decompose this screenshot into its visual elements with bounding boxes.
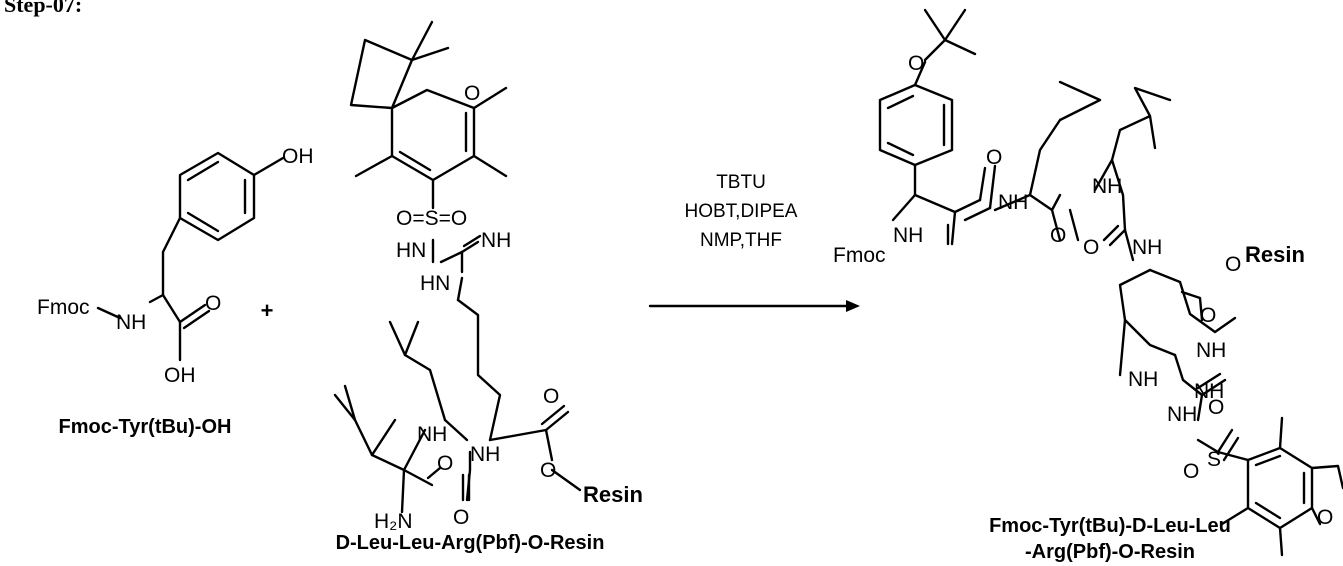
product-carbonyl3-o-label: O <box>1083 236 1099 259</box>
imine-nh-label: NH <box>481 229 511 252</box>
dleu-carbonyl-o-label: O <box>437 452 453 475</box>
peptide-structure: O O=S=O HN NH HN NH O O Resin NH O O H₂N <box>333 20 643 533</box>
leu-carbonyl-o-label: O <box>453 506 469 529</box>
hn-label: HN <box>396 239 426 262</box>
compound-fmoc-tyr-label: Fmoc-Tyr(tBu)-OH <box>59 416 232 438</box>
product-guanidine-nh-label: NH <box>1128 368 1158 391</box>
fmoc-label: Fmoc <box>37 296 90 319</box>
product-ether-o-label: O <box>908 52 924 75</box>
product-sulfonyl-o1-label: O <box>1208 396 1224 419</box>
sulfonyl-label: O=S=O <box>396 207 467 230</box>
product-fmoc-nh-label: NH <box>893 224 923 247</box>
compound-product-label-line1: Fmoc-Tyr(tBu)-D-Leu-Leu <box>989 515 1231 537</box>
product-imine-nh-label: NH <box>1196 339 1226 362</box>
product-carbonyl1-o-label: O <box>986 146 1002 169</box>
fmoc-tyr-structure: OH Fmoc NH O OH <box>37 145 314 387</box>
hydroxyl-label: OH <box>282 145 314 168</box>
product-nh2-label: NH <box>1092 175 1122 198</box>
product-resin-label: Resin <box>1245 242 1305 267</box>
reagent-hobt-dipea: HOBT,DIPEA <box>685 201 798 222</box>
amide-nh-label: NH <box>470 443 500 466</box>
product-nh3-label: NH <box>1132 236 1162 259</box>
carbonyl-o-label: O <box>205 292 221 315</box>
product-sulfur-label: S <box>1207 448 1221 471</box>
reagent-nmp-thf: NMP,THF <box>700 230 782 251</box>
product-ester-carbonyl-o-label: O <box>1200 304 1216 327</box>
product-carbonyl2-o-label: O <box>1050 224 1066 247</box>
compound-peptide-label: D-Leu-Leu-Arg(Pbf)-O-Resin <box>336 532 605 554</box>
ester-o-label: O <box>540 459 556 482</box>
reaction-arrow <box>648 300 860 312</box>
acid-oh-label: OH <box>164 364 196 387</box>
product-ester-o-label: O <box>1225 253 1241 276</box>
product-nh1-label: NH <box>998 191 1028 214</box>
product-structure: O O NH O NH NH Fmoc O NH O Resin O NH NH… <box>833 8 1343 557</box>
product-fmoc-label: Fmoc <box>833 244 886 267</box>
product-nh-imine-label: NH <box>1194 380 1224 403</box>
guanidine-hn-label: HN <box>420 272 450 295</box>
product-sulfonamide-nh-label: NH <box>1167 403 1197 426</box>
resin-label: Resin <box>583 482 643 507</box>
ester-carbonyl-o-label: O <box>543 385 559 408</box>
h2n-label: H₂N <box>374 510 412 533</box>
amine-label: NH <box>116 311 146 334</box>
furan-o-label: O <box>464 82 480 105</box>
reagent-tbtu: TBTU <box>716 172 766 193</box>
product-furan-o-label: O <box>1317 506 1333 529</box>
compound-product-label-line2: -Arg(Pbf)-O-Resin <box>1025 541 1195 563</box>
step-title: Step-07: <box>4 0 82 17</box>
leu-nh-label: NH <box>417 423 447 446</box>
product-sulfonyl-o2-label: O <box>1183 460 1199 483</box>
plus-sign: + <box>261 298 274 323</box>
